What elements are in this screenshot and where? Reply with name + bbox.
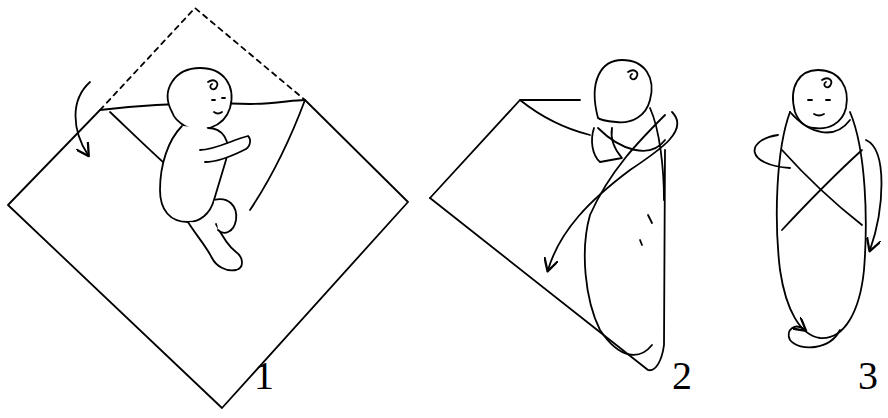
fold-arrow (76, 82, 91, 155)
fold-edge (520, 100, 590, 135)
baby-face (212, 98, 225, 114)
bundle-wrap (790, 112, 850, 132)
baby-head (595, 60, 652, 122)
wrap-arrow (866, 140, 882, 250)
blanket-outline (430, 100, 580, 198)
baby-curl (628, 70, 637, 79)
baby-leg (214, 199, 236, 233)
baby-head (168, 68, 232, 129)
step-three-figure (755, 70, 882, 347)
wrapped-blanket (598, 128, 665, 151)
fold-crease (250, 100, 305, 210)
baby-leg (188, 222, 242, 270)
bundle-outline (777, 112, 866, 338)
step-two-figure (430, 60, 677, 370)
step-number: 3 (858, 356, 878, 396)
wrap-arrow (548, 112, 677, 270)
fabric-fold (640, 215, 652, 245)
blanket-outline (430, 150, 665, 370)
bundle-wrap (782, 150, 862, 230)
baby-arm (200, 136, 250, 162)
wrap-arrow (755, 135, 790, 168)
wrap-arrow (789, 327, 840, 348)
step-number: 1 (254, 356, 274, 396)
baby-arm (592, 128, 622, 162)
wrapped-blanket (585, 115, 665, 355)
step-one-figure (8, 8, 408, 408)
baby-head (793, 70, 847, 128)
step-number: 2 (672, 356, 692, 396)
baby-curl (208, 80, 217, 89)
blanket-outline (8, 100, 408, 408)
baby-face (808, 100, 830, 116)
baby-curl (822, 78, 831, 87)
